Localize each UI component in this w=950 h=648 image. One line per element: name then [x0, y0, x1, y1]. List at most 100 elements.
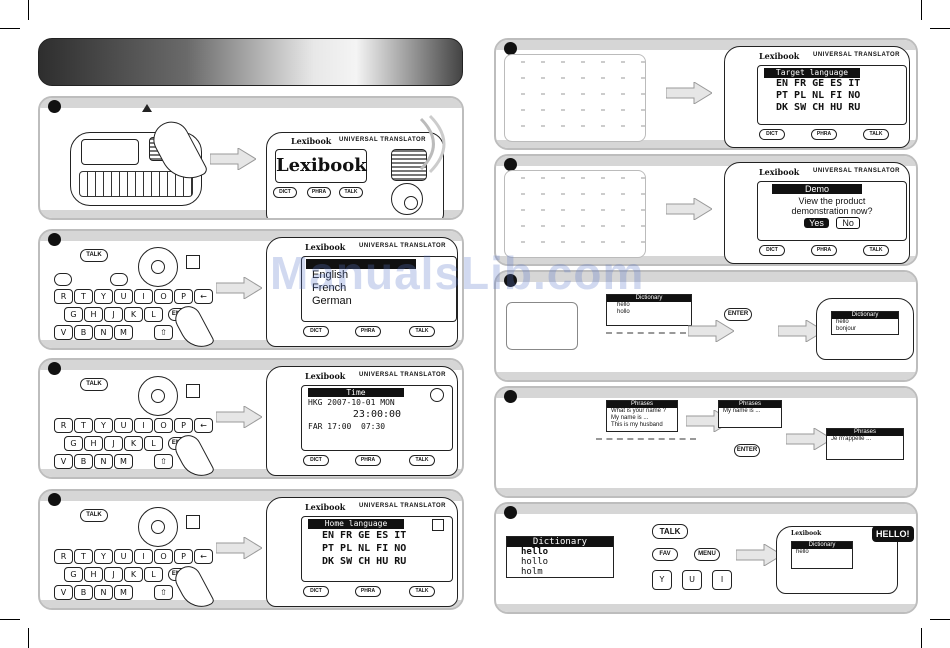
talk-key[interactable]: TALK — [80, 249, 108, 262]
enter-key[interactable]: ENTER — [724, 308, 752, 321]
backspace-key[interactable]: ← — [194, 418, 213, 433]
no-option[interactable]: No — [836, 217, 860, 229]
shift-key[interactable]: ⇧ — [154, 585, 173, 600]
key-v[interactable]: V — [54, 585, 73, 600]
talk-button[interactable]: TALK — [339, 187, 363, 198]
key-m[interactable]: M — [114, 325, 133, 340]
talk-key[interactable]: TALK — [80, 509, 108, 522]
fav-key[interactable] — [54, 273, 72, 286]
key-n[interactable]: N — [94, 585, 113, 600]
shift-key[interactable]: ⇧ — [154, 325, 173, 340]
backspace-key[interactable]: ← — [194, 549, 213, 564]
home-icon[interactable] — [186, 255, 200, 269]
menu-key[interactable]: MENU — [694, 548, 720, 561]
key-k[interactable]: K — [124, 567, 143, 582]
key-h[interactable]: H — [84, 436, 103, 451]
phra-button[interactable]: PHRA — [355, 586, 381, 597]
key-k[interactable]: K — [124, 436, 143, 451]
key-l[interactable]: L — [144, 307, 163, 322]
key-t[interactable]: T — [74, 549, 93, 564]
dict-button[interactable]: DICT — [273, 187, 297, 198]
key-l[interactable]: L — [144, 567, 163, 582]
key-t[interactable]: T — [74, 418, 93, 433]
talk-button[interactable]: TALK — [863, 129, 889, 140]
enter-key[interactable]: ENTER — [734, 444, 760, 457]
key-u[interactable]: U — [114, 289, 133, 304]
phra-button[interactable]: PHRA — [811, 245, 837, 256]
talk-button[interactable]: TALK — [863, 245, 889, 256]
key-g[interactable]: G — [64, 307, 83, 322]
dict-button[interactable]: DICT — [303, 455, 329, 466]
key-l[interactable]: L — [144, 436, 163, 451]
talk-key[interactable]: TALK — [80, 378, 108, 391]
key-p[interactable]: P — [174, 418, 193, 433]
dict-button[interactable]: DICT — [759, 245, 785, 256]
key-y[interactable]: Y — [652, 570, 672, 590]
key-i[interactable]: I — [712, 570, 732, 590]
navigation-pad[interactable] — [138, 507, 178, 547]
key-p[interactable]: P — [174, 549, 193, 564]
dict-button[interactable]: DICT — [303, 586, 329, 597]
dict-button[interactable]: DICT — [303, 326, 329, 337]
key-g[interactable]: G — [64, 567, 83, 582]
shift-key[interactable]: ⇧ — [154, 454, 173, 469]
key-o[interactable]: O — [154, 549, 173, 564]
key-j[interactable]: J — [104, 567, 123, 582]
key-y[interactable]: Y — [94, 549, 113, 564]
phra-button[interactable]: PHRA — [355, 455, 381, 466]
key-i[interactable]: I — [134, 418, 153, 433]
language-row-1: EN FR GE ES IT — [322, 530, 407, 541]
key-u[interactable]: U — [114, 418, 133, 433]
key-i[interactable]: I — [134, 549, 153, 564]
home-icon[interactable] — [186, 515, 200, 529]
key-r[interactable]: R — [54, 418, 73, 433]
key-m[interactable]: M — [114, 585, 133, 600]
key-h[interactable]: H — [84, 307, 103, 322]
key-n[interactable]: N — [94, 454, 113, 469]
translation-screen: Dictionary hello bonjour — [831, 311, 899, 335]
key-v[interactable]: V — [54, 454, 73, 469]
key-j[interactable]: J — [104, 436, 123, 451]
fav-key[interactable]: FAV — [652, 548, 678, 561]
key-b[interactable]: B — [74, 454, 93, 469]
phrase-selected-screen: Phrases My name is ... — [718, 400, 782, 428]
talk-key[interactable]: TALK — [652, 524, 688, 539]
home-icon[interactable] — [186, 384, 200, 398]
key-k[interactable]: K — [124, 307, 143, 322]
step-panel-6: Lexibook UNIVERSAL TRANSLATOR Demo View … — [494, 154, 918, 266]
key-r[interactable]: R — [54, 549, 73, 564]
screen-title: Phrases — [719, 401, 781, 408]
navigation-pad[interactable] — [138, 376, 178, 416]
key-m[interactable]: M — [114, 454, 133, 469]
key-p[interactable]: P — [174, 289, 193, 304]
key-y[interactable]: Y — [94, 289, 113, 304]
key-t[interactable]: T — [74, 289, 93, 304]
yes-option[interactable]: Yes — [804, 218, 829, 228]
phra-button[interactable]: PHRA — [355, 326, 381, 337]
key-g[interactable]: G — [64, 436, 83, 451]
phra-button[interactable]: PHRA — [811, 129, 837, 140]
key-r[interactable]: R — [54, 289, 73, 304]
talk-button[interactable]: TALK — [409, 455, 435, 466]
key-u[interactable]: U — [682, 570, 702, 590]
key-b[interactable]: B — [74, 585, 93, 600]
backspace-key[interactable]: ← — [194, 289, 213, 304]
key-n[interactable]: N — [94, 325, 113, 340]
key-v[interactable]: V — [54, 325, 73, 340]
key-y[interactable]: Y — [94, 418, 113, 433]
phra-button[interactable]: PHRA — [307, 187, 331, 198]
key-j[interactable]: J — [104, 307, 123, 322]
menu-key[interactable] — [110, 273, 128, 286]
key-h[interactable]: H — [84, 567, 103, 582]
navigation-pad[interactable] — [138, 247, 178, 287]
key-o[interactable]: O — [154, 289, 173, 304]
dict-button[interactable]: DICT — [759, 129, 785, 140]
talk-button[interactable]: TALK — [409, 326, 435, 337]
key-b[interactable]: B — [74, 325, 93, 340]
home-icon — [432, 519, 444, 531]
talk-button[interactable]: TALK — [409, 586, 435, 597]
key-o[interactable]: O — [154, 418, 173, 433]
key-u[interactable]: U — [114, 549, 133, 564]
navigation-pad[interactable] — [391, 183, 423, 215]
key-i[interactable]: I — [134, 289, 153, 304]
